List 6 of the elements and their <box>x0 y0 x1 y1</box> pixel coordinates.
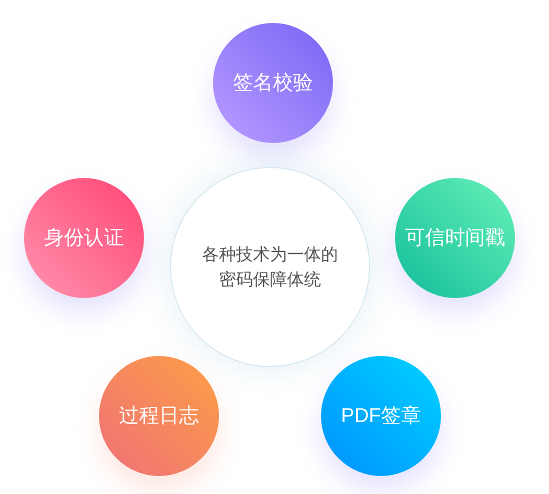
circle-label: 可信时间戳 <box>405 226 505 251</box>
circle-label: 身份认证 <box>44 226 124 251</box>
circle-label: 各种技术为一体的密码保障体统 <box>201 244 339 291</box>
circle-label: 过程日志 <box>119 404 199 429</box>
circle-label: PDF签章 <box>341 404 421 429</box>
circle-label: 签名校验 <box>233 71 313 96</box>
